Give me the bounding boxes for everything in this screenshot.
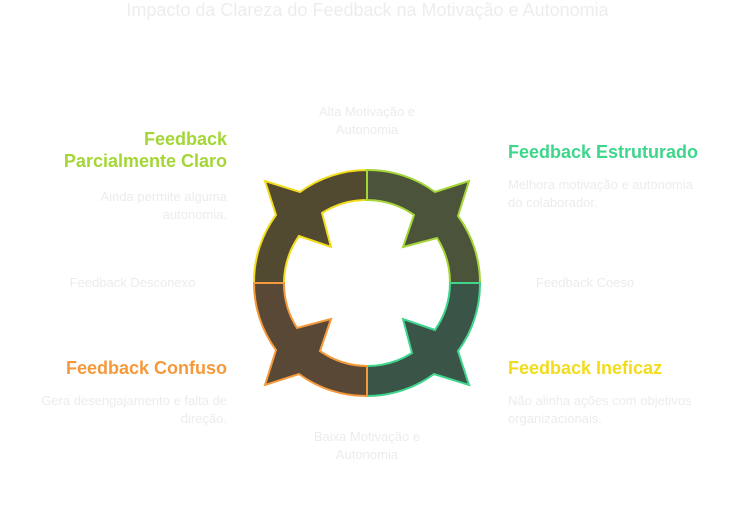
axis-top-label: Alta Motivação e Autonomia [318,104,416,137]
axis-bottom-label: Baixa Motivação e Autonomia [313,429,421,462]
quadrant-top-right [366,168,482,284]
quadrant-title-parcialmente-claro: Feedback Parcialmente Claro [63,129,227,171]
quadrant-desc-ineficaz: Não alinha ações com objetivos organizac… [508,393,692,426]
quadrant-top-left [252,168,368,284]
quadrant-desc-estruturado: Melhora motivação e autonomia do colabor… [508,177,693,210]
quadrant-bottom-right [366,282,482,398]
quadrant-desc-confuso: Gera desengajamento e falta de direção. [41,393,227,426]
axis-right-label: Feedback Coeso [535,275,635,290]
quadrant-title-confuso: Feedback Confuso [65,358,227,378]
quadrant-title-ineficaz: Feedback Ineficaz [508,358,663,378]
diagram-title: Impacto da Clareza do Feedback na Motiva… [126,0,609,20]
quadrant-title-estruturado: Feedback Estruturado [508,142,699,162]
quadrant-bottom-left [252,282,368,398]
quadrant-desc-parcialmente-claro: Ainda permite alguma autonomia. [100,189,227,222]
axis-left-label: Feedback Desconexo [69,275,196,290]
